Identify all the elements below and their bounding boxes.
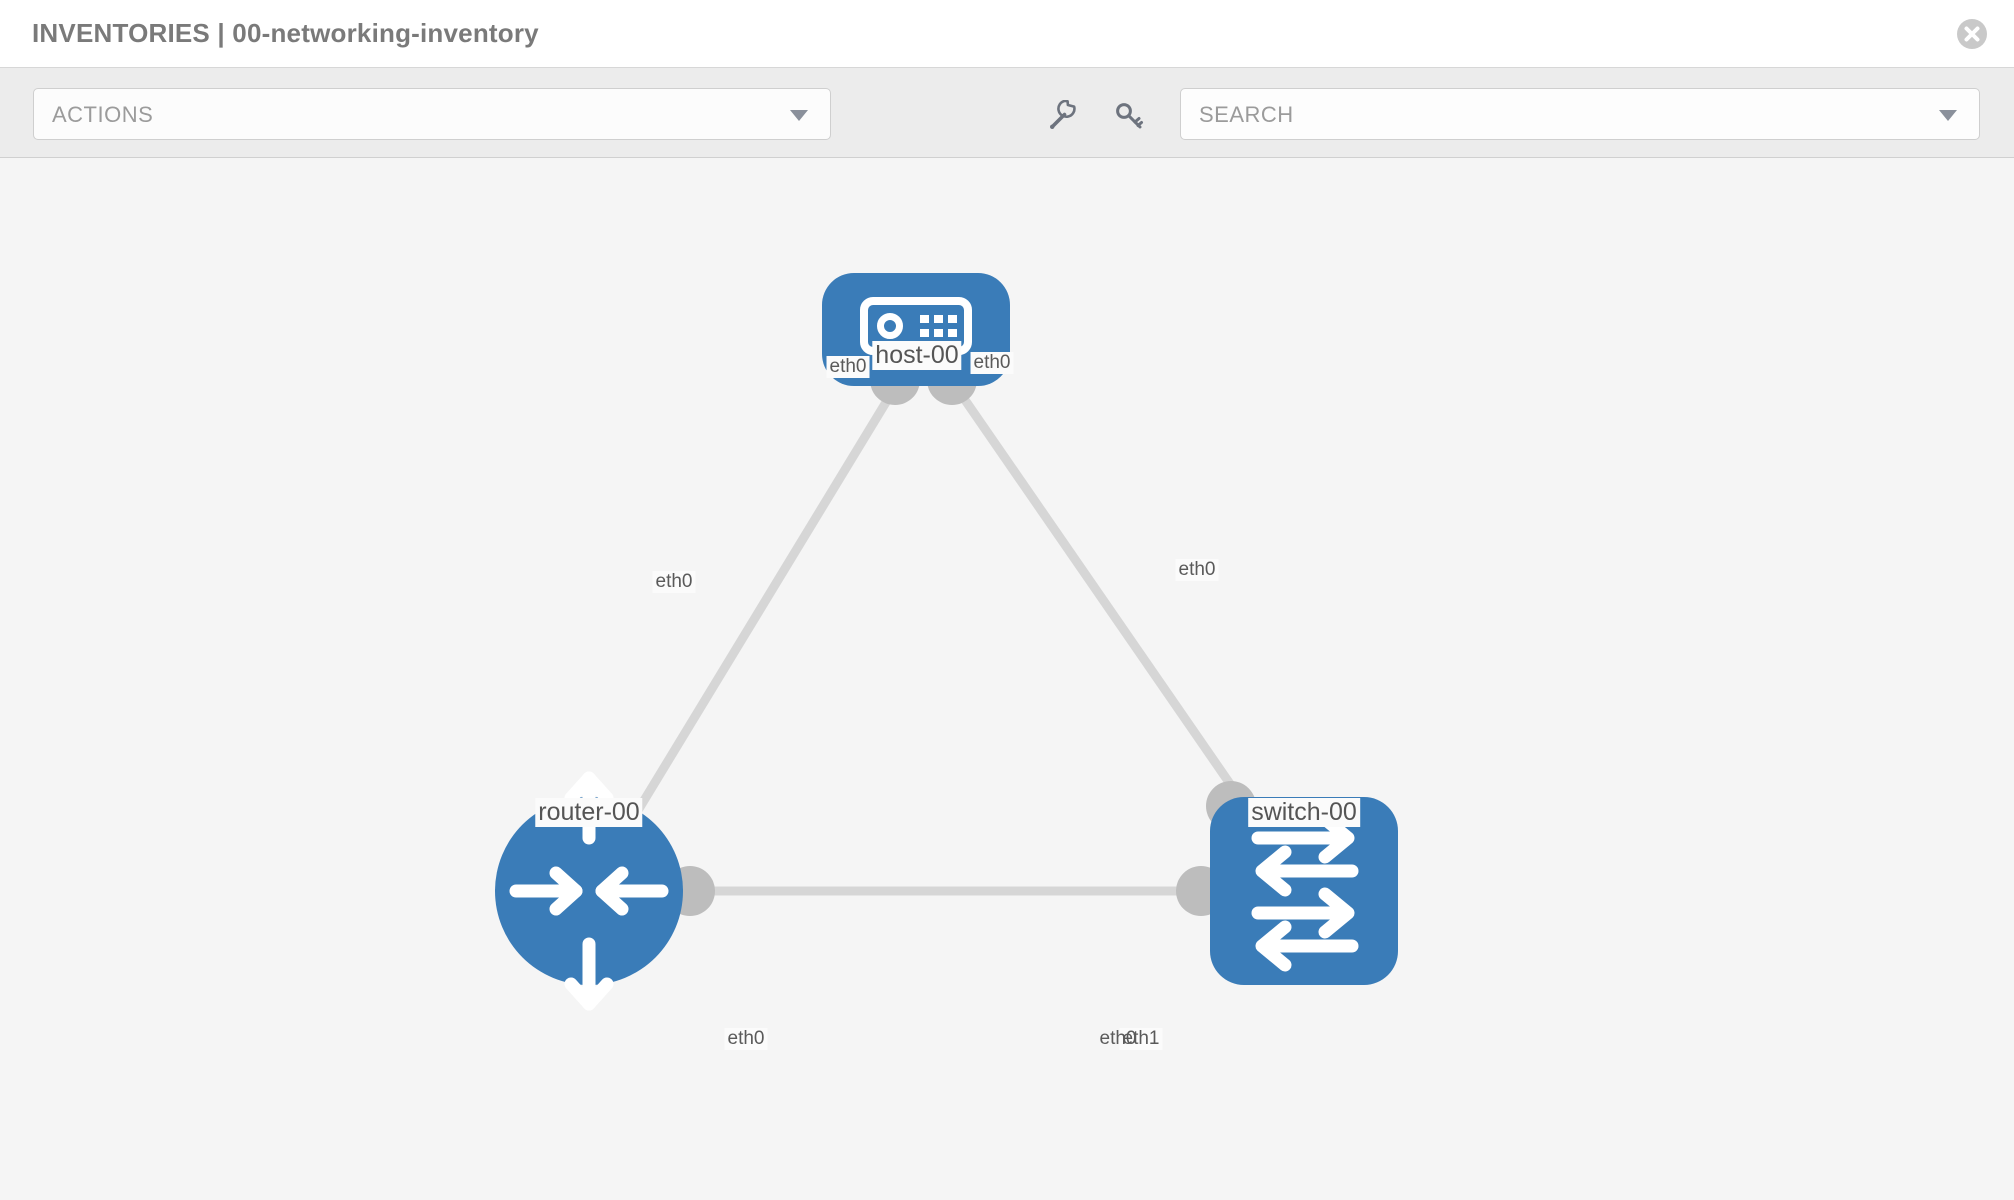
edge-label-switch00-eth1: eth1: [1119, 1028, 1163, 1050]
actions-dropdown[interactable]: ACTIONS: [33, 88, 831, 140]
node-label-router-00: router-00: [535, 798, 643, 827]
edge-label-router00-eth0: eth0: [724, 1028, 768, 1050]
toolbar: ACTIONS SEARCH: [0, 68, 2014, 158]
node-router-00-shape: [495, 797, 683, 985]
search-placeholder: SEARCH: [1199, 102, 1294, 127]
search-input[interactable]: SEARCH: [1180, 88, 1980, 140]
switch-arrows-icon: [1251, 812, 1359, 972]
chevron-down-icon[interactable]: [1939, 110, 1957, 121]
edge-label-switch00-eth0: eth0: [1099, 1028, 1137, 1049]
edge-label-host00-eth0-right: eth0: [970, 352, 1014, 374]
graph-connectors: [665, 355, 1256, 916]
graph-edges: [585, 368, 1308, 896]
edge-label-host00-eth0-left: eth0: [826, 356, 870, 378]
key-icon[interactable]: [1113, 100, 1145, 132]
edge-label-router00-eth0-up: eth0: [652, 571, 696, 593]
node-label-host-00: host-00: [872, 341, 962, 370]
edge-label-switch00-eth0-up: eth0: [1175, 559, 1219, 581]
close-icon[interactable]: [1956, 18, 1988, 50]
node-switch-00: [1210, 797, 1398, 985]
page-header: INVENTORIES | 00-networking-inventory: [0, 0, 2014, 68]
topology-canvas[interactable]: eth0 eth0 eth0 eth0 eth0 eth1 eth0 host-…: [0, 158, 2014, 1200]
node-label-switch-00: switch-00: [1248, 798, 1360, 827]
page-title: INVENTORIES | 00-networking-inventory: [32, 18, 539, 48]
chevron-down-icon: [790, 110, 808, 121]
actions-dropdown-label: ACTIONS: [52, 102, 154, 127]
wrench-icon[interactable]: [1046, 99, 1078, 132]
topology-graph: [495, 273, 1398, 1011]
